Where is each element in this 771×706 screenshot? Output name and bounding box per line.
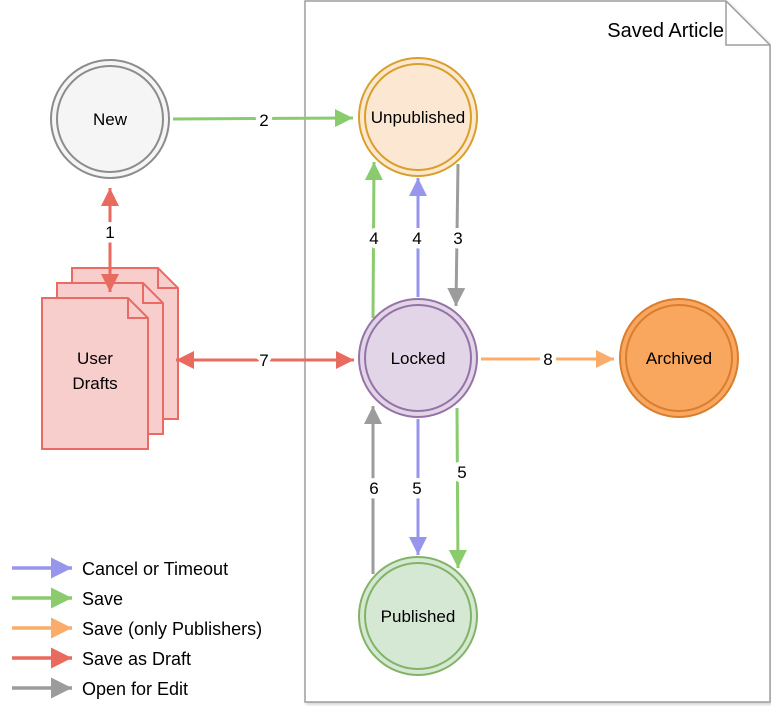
edge-label-5-save: 5 <box>457 463 466 482</box>
edges <box>101 109 614 574</box>
node-locked: Locked <box>358 298 478 418</box>
published-outer-circle <box>358 556 478 676</box>
archived-outer-circle <box>619 298 739 418</box>
published-inner-circle <box>364 562 472 670</box>
node-user-drafts: User Drafts <box>41 267 179 450</box>
draft-doc-back-fold-icon <box>157 268 178 289</box>
edge-label-5-cancel: 5 <box>412 479 421 498</box>
legend-label-cancel: Cancel or Timeout <box>82 559 228 579</box>
saved-article-fold-icon <box>725 1 770 46</box>
edge-label-7: 7 <box>259 351 268 370</box>
archived-label: Archived <box>646 349 712 368</box>
draft-doc-middle-fold-icon <box>142 283 163 304</box>
legend-label-save-publishers: Save (only Publishers) <box>82 619 262 639</box>
draft-doc-front-fold-icon <box>127 298 148 319</box>
edge-label-4-save: 4 <box>369 229 378 248</box>
node-archived: Archived <box>619 298 739 418</box>
edge-label-3: 3 <box>453 229 462 248</box>
edge-label-1: 1 <box>105 223 114 242</box>
edge-label-8: 8 <box>543 350 552 369</box>
legend-label-save: Save <box>82 589 123 609</box>
published-label: Published <box>381 607 456 626</box>
edge-label-4-cancel: 4 <box>412 229 421 248</box>
new-label: New <box>93 110 128 129</box>
edge-label-2: 2 <box>259 111 268 130</box>
new-outer-circle <box>50 59 170 179</box>
user-drafts-label-line2: Drafts <box>72 374 117 393</box>
unpublished-outer-circle <box>358 57 478 177</box>
edge-locked-unpublished-save <box>364 161 383 319</box>
archived-inner-circle <box>625 304 733 412</box>
legend-label-open-edit: Open for Edit <box>82 679 188 699</box>
user-drafts-label-line1: User <box>77 349 113 368</box>
saved-article-title: Saved Article <box>607 20 724 42</box>
edge-labels: 1 2 3 4 4 5 5 6 7 8 <box>101 107 557 503</box>
new-inner-circle <box>56 65 164 173</box>
edge-label-6: 6 <box>369 479 378 498</box>
edge-new-unpublished <box>172 109 354 128</box>
node-published: Published <box>358 556 478 676</box>
draft-doc-front <box>41 297 149 450</box>
node-new: New <box>50 59 170 179</box>
legend-label-save-draft: Save as Draft <box>82 649 191 669</box>
unpublished-label: Unpublished <box>371 108 466 127</box>
edge-unpublished-locked <box>447 163 466 307</box>
locked-outer-circle <box>358 298 478 418</box>
locked-inner-circle <box>364 304 472 412</box>
edge-locked-published-save <box>448 407 467 569</box>
node-unpublished: Unpublished <box>358 57 478 177</box>
unpublished-inner-circle <box>364 63 472 171</box>
legend: Cancel or Timeout Save Save (only Publis… <box>12 557 262 699</box>
locked-label: Locked <box>391 349 446 368</box>
